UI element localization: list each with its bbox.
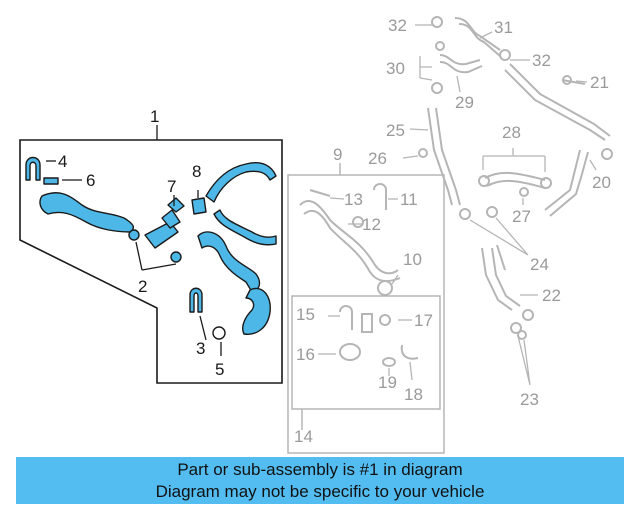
main-labels: 1 4 6 7 8 2 3 5 [58, 107, 224, 379]
callout-14: 14 [294, 427, 313, 446]
grey-leaders [402, 24, 597, 386]
callout-5: 5 [215, 360, 224, 379]
callout-19: 19 [378, 373, 397, 392]
callout-11: 11 [400, 190, 418, 209]
main-assembly-box [19, 139, 283, 384]
callout-28: 28 [502, 123, 521, 142]
callout-21: 21 [590, 73, 609, 92]
callout-23: 23 [520, 390, 539, 409]
callout-32a: 32 [388, 16, 407, 35]
callout-8: 8 [192, 162, 201, 181]
callout-26: 26 [368, 149, 387, 168]
callout-18: 18 [404, 385, 423, 404]
parts-diagram: 32 31 32 30 29 21 25 26 28 20 27 24 22 2… [19, 16, 613, 454]
callout-2: 2 [138, 277, 147, 296]
callout-13: 12 [362, 215, 381, 234]
group-9-box [287, 163, 445, 454]
group-9-labels: 9 13 11 12 10 15 17 16 19 18 14 [294, 145, 433, 446]
group-9-leaders [318, 197, 413, 381]
banner-line-1: Part or sub-assembly is #1 in diagram [177, 460, 463, 479]
callout-32b: 32 [532, 51, 551, 70]
callout-20: 20 [592, 173, 611, 192]
highlighted-parts [25, 156, 277, 340]
grey-parts [418, 16, 613, 340]
callout-10: 10 [403, 250, 422, 269]
callout-30: 30 [386, 59, 405, 78]
callout-9: 9 [333, 145, 342, 164]
callout-4: 4 [58, 152, 67, 171]
callout-25: 25 [386, 121, 405, 140]
callout-22: 22 [542, 286, 561, 305]
callout-7: 7 [167, 177, 176, 196]
callout-6: 6 [86, 171, 95, 190]
callout-15: 15 [296, 305, 315, 324]
callout-3: 3 [196, 339, 205, 358]
callout-29: 29 [455, 93, 474, 112]
info-banner: Part or sub-assembly is #1 in diagram Di… [16, 457, 624, 504]
main-leaders [46, 160, 222, 356]
banner-line-2: Diagram may not be specific to your vehi… [155, 482, 485, 501]
callout-1: 1 [150, 107, 159, 126]
callout-12: 13 [344, 190, 363, 209]
callout-31: 31 [494, 18, 513, 37]
grey-labels: 32 31 32 30 29 21 25 26 28 20 27 24 22 2… [368, 16, 611, 409]
callout-24: 24 [530, 255, 549, 274]
group-9-parts [299, 183, 419, 367]
callout-27: 27 [512, 207, 531, 226]
callout-16: 16 [296, 345, 315, 364]
callout-17: 17 [414, 311, 433, 330]
